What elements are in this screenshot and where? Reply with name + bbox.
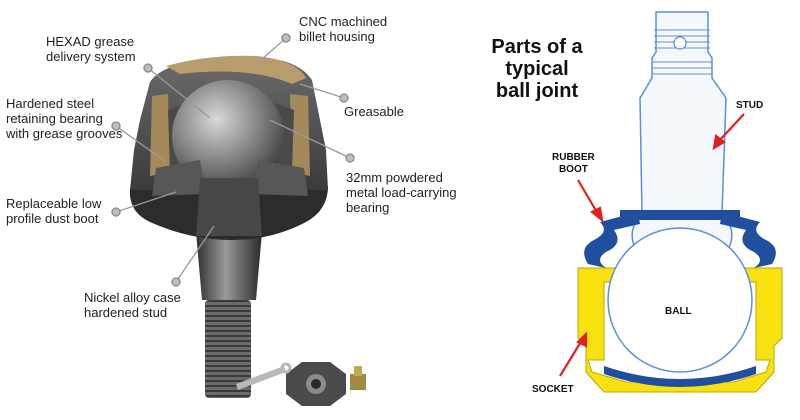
castle-nut-icon xyxy=(286,362,346,406)
label-stud: STUD xyxy=(736,100,764,111)
label-socket: SOCKET xyxy=(532,384,574,395)
ball-joint-cutaway-photo xyxy=(129,55,328,398)
cotter-hole xyxy=(673,36,687,50)
ball-shape xyxy=(607,227,753,373)
rubber-boot-shape xyxy=(584,212,640,268)
socket-shape xyxy=(577,267,783,393)
label-rubber-boot: RUBBER BOOT xyxy=(552,152,595,175)
callout-leader-lines xyxy=(111,33,355,287)
diagram-title: Parts of a typical ball joint xyxy=(491,36,583,102)
ball-joint-schematic xyxy=(559,11,783,393)
grease-fitting-icon xyxy=(350,366,366,390)
cotter-pin-icon xyxy=(236,362,292,390)
label-ball: BALL xyxy=(665,306,692,317)
callout-greasable: Greasable xyxy=(344,104,404,119)
